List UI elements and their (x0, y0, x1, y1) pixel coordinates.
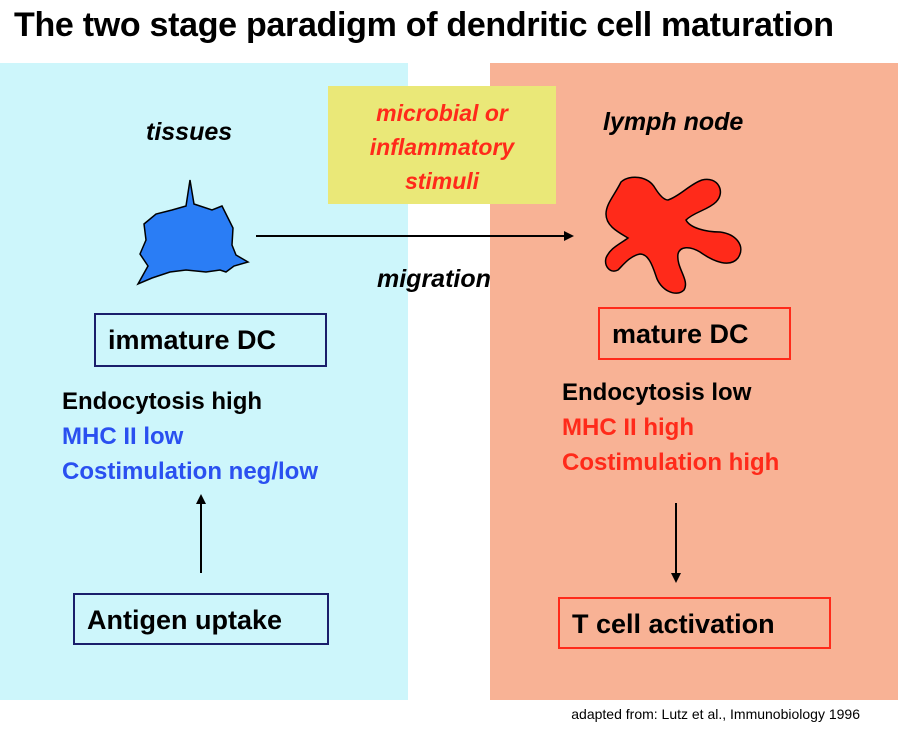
endocytosis-low: Endocytosis low (562, 379, 752, 406)
antigen-uptake-box: Antigen uptake (73, 593, 329, 645)
mature-dc-cell-icon (604, 176, 742, 294)
stimuli-line-2: inflammatory (369, 134, 515, 160)
source-citation: adapted from: Lutz et al., Immunobiology… (571, 706, 860, 722)
page-title: The two stage paradigm of dendritic cell… (14, 6, 834, 44)
costimulation-high: Costimulation high (562, 449, 780, 476)
mhc-ii-high: MHC II high (562, 414, 694, 441)
right-panel-background (490, 63, 898, 700)
mature-dc-properties: Endocytosis low MHC II high Costimulatio… (562, 375, 779, 480)
immature-dc-properties: Endocytosis high MHC II low Costimulatio… (62, 384, 318, 489)
tissues-label: tissues (146, 118, 233, 146)
stimuli-text: microbial or inflammatory stimuli (328, 96, 556, 198)
lymph-node-label: lymph node (603, 108, 744, 136)
stimuli-line-3: stimuli (404, 168, 480, 194)
immature-dc-cell-icon (136, 179, 250, 286)
mature-dc-box: mature DC (598, 307, 791, 360)
mhc-ii-low: MHC II low (62, 423, 184, 450)
stimuli-line-1: microbial or (376, 100, 508, 126)
endocytosis-high: Endocytosis high (62, 388, 263, 415)
t-cell-activation-box: T cell activation (558, 597, 831, 649)
stimuli-box (328, 86, 556, 204)
immature-dc-box: immature DC (94, 313, 327, 367)
migration-label: migration (377, 265, 491, 293)
costimulation-neg-low: Costimulation neg/low (62, 458, 318, 485)
